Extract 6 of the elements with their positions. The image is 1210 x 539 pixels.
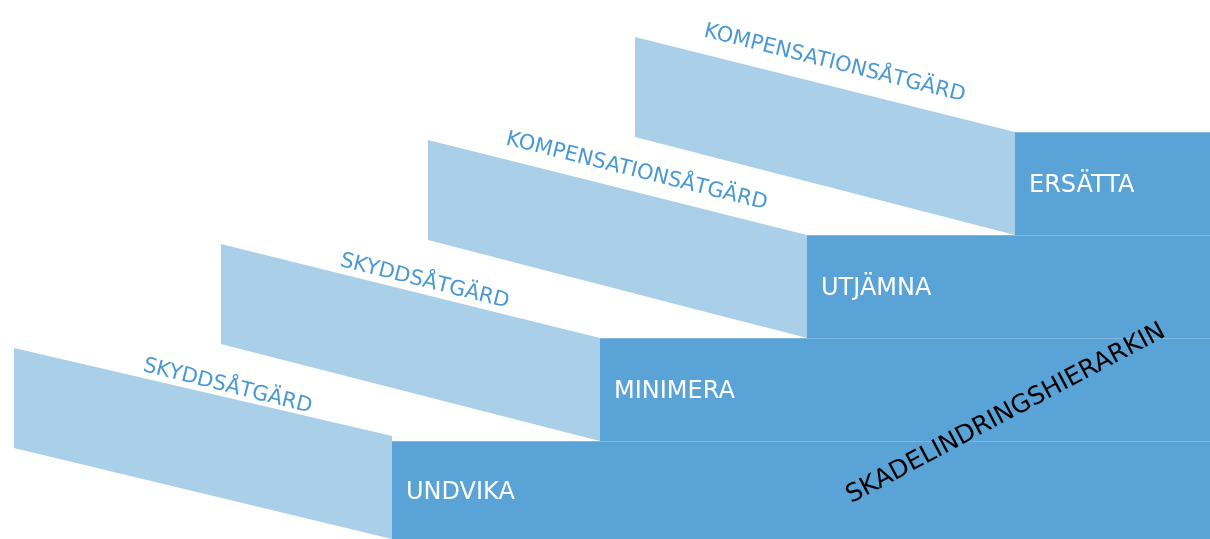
stair-step <box>1015 132 1210 235</box>
step-label: MINIMERA <box>614 376 735 404</box>
stair-tread <box>14 348 392 539</box>
step-label: UTJÄMNA <box>821 273 932 301</box>
step-label: UNDVIKA <box>406 476 515 505</box>
step-label: ERSÄTTA <box>1029 170 1135 198</box>
